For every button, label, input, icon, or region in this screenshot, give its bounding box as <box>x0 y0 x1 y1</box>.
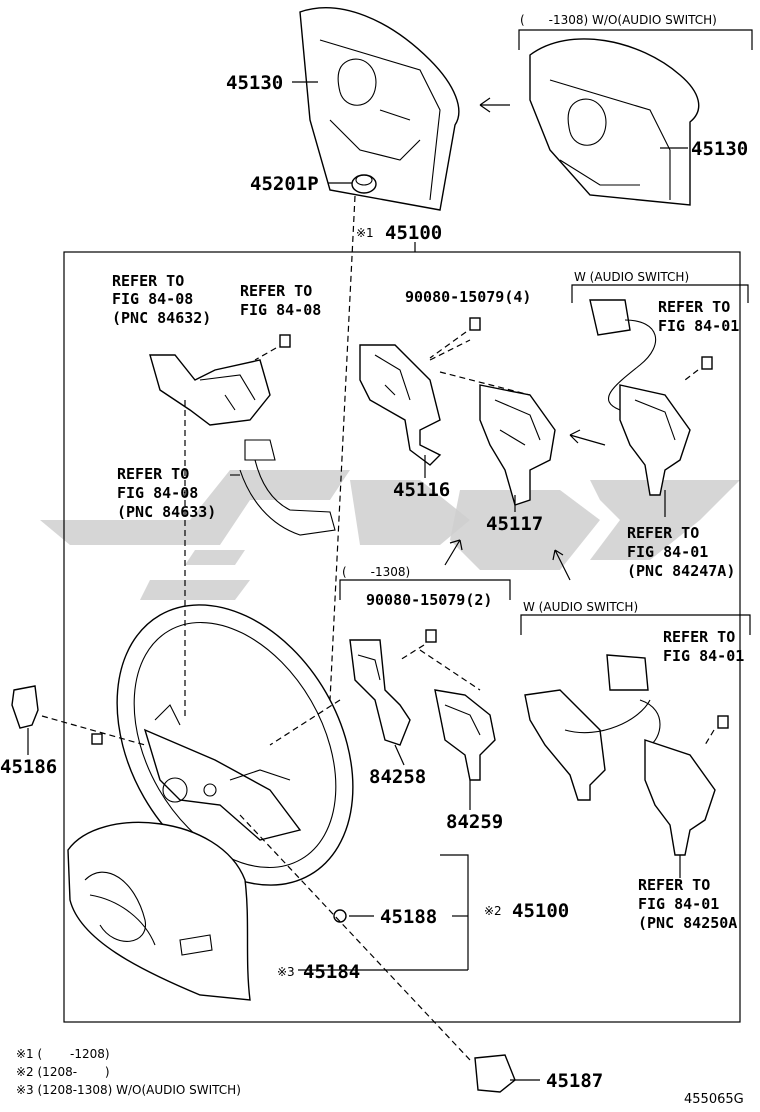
switch-audio-lower <box>524 654 716 856</box>
dashed-45186 <box>41 715 146 746</box>
label-45116: 45116 <box>393 479 450 501</box>
label-45186: 45186 <box>0 756 57 778</box>
bolt-upper-middle <box>429 317 481 359</box>
legend-line-1: ※1 ( -1208) <box>16 1047 110 1061</box>
svg-text:FIG 84-01: FIG 84-01 <box>658 317 739 335</box>
arrow-upper-right <box>569 429 606 446</box>
svg-text:REFER TO: REFER TO <box>663 628 735 646</box>
svg-text:(PNC 84247A): (PNC 84247A) <box>627 562 735 580</box>
bolt-upper-left <box>254 334 291 361</box>
dashed-45187 <box>239 814 471 1061</box>
svg-text:(PNC 84250A: (PNC 84250A <box>638 914 737 932</box>
arrow-up-left <box>444 539 463 566</box>
svg-text:FIG 84-08: FIG 84-08 <box>117 484 198 502</box>
switch-45117 <box>479 384 556 506</box>
svg-text:REFER TO: REFER TO <box>117 465 189 483</box>
ref-d: REFER TO FIG 84-01 <box>658 298 739 335</box>
bolt-lower-right <box>704 715 729 746</box>
bolt-lower-middle <box>399 629 481 691</box>
part-45187 <box>474 1054 516 1093</box>
bracket-w-audio-upper <box>571 284 749 303</box>
airbag-left <box>299 7 460 211</box>
switch-84259 <box>434 689 496 781</box>
legend: ※1 ( -1208) ※2 (1208- ) ※3 (1208-1308) W… <box>16 1047 241 1097</box>
arrow-up-right <box>552 549 571 581</box>
label-45130-left: 45130 <box>226 72 283 94</box>
label-45187: 45187 <box>546 1070 603 1092</box>
label-w-audio-lower: W (AUDIO SWITCH) <box>523 600 638 614</box>
label-84259: 84259 <box>446 811 503 833</box>
label-45184-mark: ※3 <box>277 965 295 979</box>
bracket-45100-right <box>440 854 469 970</box>
svg-text:(PNC 84633): (PNC 84633) <box>117 503 216 521</box>
label-wo-audio-top: ( -1308) W/O(AUDIO SWITCH) <box>520 13 717 27</box>
nut-45201P <box>351 174 377 194</box>
bracket-w-audio-lower <box>520 614 751 635</box>
ref-a: REFER TO FIG 84-08 (PNC 84632) <box>112 272 211 327</box>
svg-text:REFER TO: REFER TO <box>627 524 699 542</box>
label-45100-right-mark: ※2 <box>484 904 502 918</box>
label-45130-right: 45130 <box>691 138 748 160</box>
svg-text:FIG 84-08: FIG 84-08 <box>112 290 193 308</box>
label-45188: 45188 <box>380 906 437 928</box>
switch-audio-upper <box>589 299 691 496</box>
label-lower-range: ( -1308) <box>342 565 410 579</box>
switch-45116 <box>359 344 442 466</box>
ref-f: REFER TO FIG 84-01 <box>663 628 744 665</box>
label-45100-top: 45100 <box>385 222 442 244</box>
svg-text:REFER TO: REFER TO <box>638 876 710 894</box>
ref-c: REFER TO FIG 84-08 (PNC 84633) <box>117 465 216 521</box>
bolt-45186 <box>91 733 103 745</box>
legend-line-3: ※3 (1208-1308) W/O(AUDIO SWITCH) <box>16 1083 241 1097</box>
bracket-lower-range <box>339 579 511 600</box>
watermark-logo <box>40 470 740 600</box>
legend-line-2: ※2 (1208- ) <box>16 1065 110 1079</box>
label-w-audio-upper: W (AUDIO SWITCH) <box>574 270 689 284</box>
figure-code: 455065G <box>684 1092 744 1107</box>
svg-text:FIG 84-01: FIG 84-01 <box>663 647 744 665</box>
svg-text:REFER TO: REFER TO <box>658 298 730 316</box>
bracket-wo-audio-top <box>518 29 753 50</box>
svg-text:FIG 84-01: FIG 84-01 <box>627 543 708 561</box>
steering-wheel <box>116 604 354 886</box>
steering-cover-45184 <box>67 821 251 1001</box>
label-45201P: 45201P <box>250 173 319 195</box>
label-45100-right: 45100 <box>512 900 569 922</box>
ref-b: REFER TO FIG 84-08 <box>240 282 321 319</box>
label-bolt-lower: 90080-15079(2) <box>366 591 492 609</box>
label-45184: 45184 <box>303 961 360 983</box>
ref-g: REFER TO FIG 84-01 (PNC 84250A <box>638 876 737 932</box>
part-45186 <box>11 685 39 729</box>
label-84258: 84258 <box>369 766 426 788</box>
label-45117: 45117 <box>486 513 543 535</box>
combination-switch-left <box>149 354 336 536</box>
bolt-upper-right <box>684 356 713 381</box>
svg-text:(PNC 84632): (PNC 84632) <box>112 309 211 327</box>
svg-text:FIG 84-01: FIG 84-01 <box>638 895 719 913</box>
svg-text:FIG 84-08: FIG 84-08 <box>240 301 321 319</box>
screw-45188 <box>333 909 347 923</box>
airbag-right <box>529 38 700 206</box>
arrow-airbag <box>479 97 510 113</box>
dashed-guide-nut <box>329 195 356 701</box>
label-45100-top-mark: ※1 <box>356 226 374 240</box>
label-bolt-upper: 90080-15079(4) <box>405 288 531 306</box>
ref-e: REFER TO FIG 84-01 (PNC 84247A) <box>627 524 735 580</box>
assembly-frame <box>63 251 741 1023</box>
switch-84258 <box>349 639 411 746</box>
svg-text:REFER TO: REFER TO <box>240 282 312 300</box>
svg-text:REFER TO: REFER TO <box>112 272 184 290</box>
